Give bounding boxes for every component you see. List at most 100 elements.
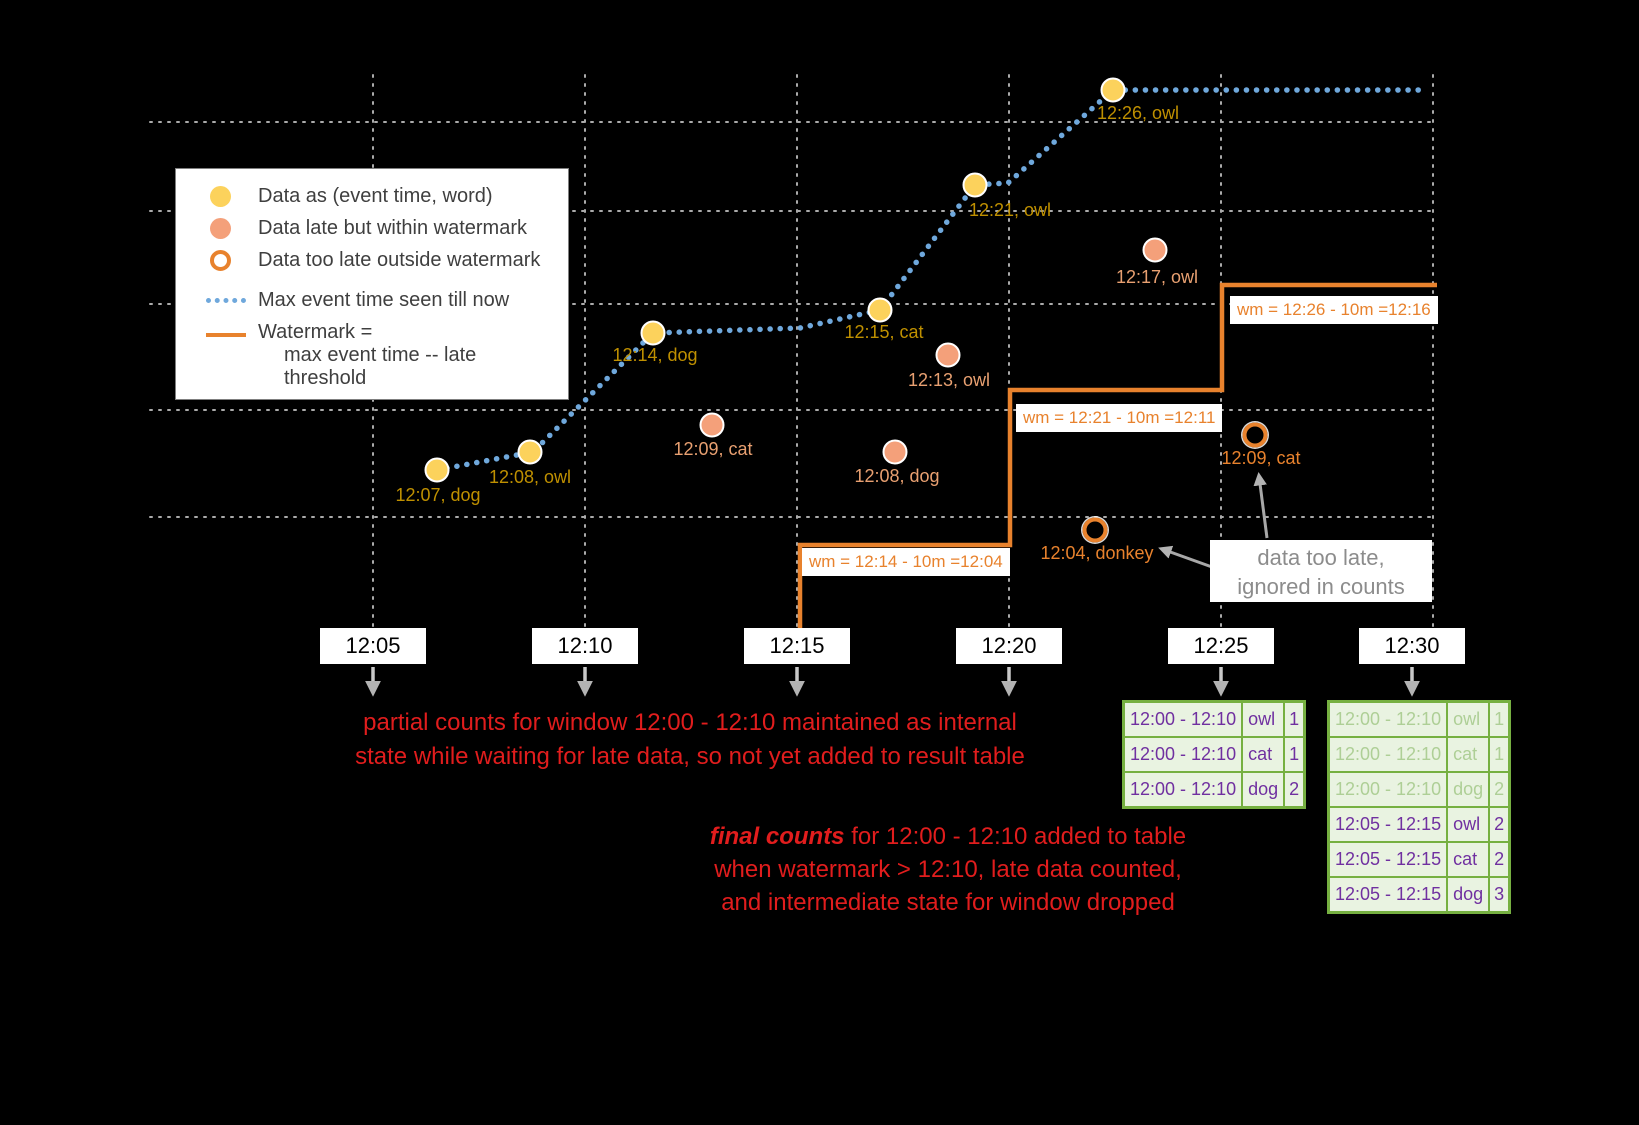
note-line: final counts for 12:00 - 12:10 added to … bbox=[709, 823, 1187, 850]
tick-arrow-icons bbox=[365, 667, 1420, 697]
window-cell: 12:05 - 12:15 bbox=[1327, 876, 1449, 914]
data-point-late bbox=[882, 439, 908, 465]
too-late-arrow-icons bbox=[1158, 471, 1269, 569]
table-row: 12:00 - 12:10 dog 2 bbox=[1122, 771, 1306, 809]
window-cell: 12:00 - 12:10 bbox=[1327, 736, 1449, 773]
table-row: 12:05 - 12:15 cat 2 bbox=[1327, 841, 1511, 878]
window-cell: 12:00 - 12:10 bbox=[1327, 700, 1449, 738]
word-cell: dog bbox=[1446, 771, 1491, 808]
count-cell: 2 bbox=[1283, 771, 1306, 809]
data-point-late bbox=[1142, 237, 1168, 263]
data-point-on-time bbox=[640, 320, 666, 346]
too-late-callout: data too late, ignored in counts bbox=[1210, 540, 1432, 602]
solid-line-icon bbox=[206, 333, 246, 337]
count-cell: 1 bbox=[1283, 736, 1306, 773]
final-counts-emphasis: final counts bbox=[709, 823, 845, 850]
watermark-label: wm = 12:14 - 10m =12:04 bbox=[802, 548, 1010, 576]
data-point-on-time bbox=[867, 297, 893, 323]
result-table-12-30: 12:00 - 12:10 owl 1 12:00 - 12:10 cat 1 … bbox=[1327, 700, 1512, 914]
word-cell: owl bbox=[1446, 806, 1491, 843]
note-line: state while waiting for late data, so no… bbox=[355, 743, 1025, 770]
x-tick-12-20: 12:20 bbox=[956, 628, 1062, 664]
data-point-label: 12:09, cat bbox=[1221, 448, 1301, 468]
count-cell: 1 bbox=[1283, 700, 1306, 738]
legend-item-max-event-time: Max event time seen till now bbox=[206, 289, 560, 312]
data-point-on-time bbox=[962, 172, 988, 198]
data-point-too-late bbox=[1242, 422, 1268, 448]
watermark-label: wm = 12:21 - 10m =12:11 bbox=[1016, 404, 1223, 432]
legend-label: max event time -- late threshold bbox=[284, 344, 477, 389]
data-point-too-late bbox=[1082, 517, 1108, 543]
table-row: 12:05 - 12:15 dog 3 bbox=[1327, 876, 1511, 914]
watermark-label: wm = 12:26 - 10m =12:16 bbox=[1230, 296, 1438, 324]
legend-item-late: Data late but within watermark bbox=[206, 217, 560, 240]
word-cell: cat bbox=[1241, 736, 1286, 773]
word-cell: cat bbox=[1446, 841, 1491, 878]
window-cell: 12:05 - 12:15 bbox=[1327, 806, 1449, 843]
window-cell: 12:00 - 12:10 bbox=[1327, 771, 1449, 808]
x-tick-12-05: 12:05 bbox=[320, 628, 426, 664]
count-cell: 2 bbox=[1488, 771, 1511, 808]
data-point-on-time bbox=[1100, 77, 1126, 103]
watermark-line bbox=[797, 282, 1437, 640]
data-point-on-time bbox=[424, 457, 450, 483]
callout-line: data too late, bbox=[1257, 545, 1385, 570]
callout-line: ignored in counts bbox=[1237, 574, 1405, 599]
data-point-label: 12:26, owl bbox=[1096, 103, 1180, 123]
legend-label: Data as (event time, word) bbox=[258, 185, 493, 207]
x-tick-12-15: 12:15 bbox=[744, 628, 850, 664]
legend-label: Data late but within watermark bbox=[258, 217, 528, 239]
x-tick-12-10: 12:10 bbox=[532, 628, 638, 664]
table-row: 12:00 - 12:10 cat 1 bbox=[1122, 736, 1306, 773]
too-late-dot-icon bbox=[210, 250, 231, 271]
count-cell: 2 bbox=[1488, 806, 1511, 843]
legend-label: Data too late outside watermark bbox=[258, 249, 541, 271]
data-point-late bbox=[699, 412, 725, 438]
legend: Data as (event time, word) Data late but… bbox=[175, 168, 569, 400]
legend-label: Max event time seen till now bbox=[258, 289, 510, 311]
x-tick-12-30: 12:30 bbox=[1359, 628, 1465, 664]
word-cell: cat bbox=[1446, 736, 1491, 773]
late-dot-icon bbox=[210, 218, 231, 239]
window-cell: 12:05 - 12:15 bbox=[1327, 841, 1449, 878]
legend-item-too-late: Data too late outside watermark bbox=[206, 249, 560, 272]
note-line: and intermediate state for window droppe… bbox=[721, 889, 1175, 916]
count-cell: 1 bbox=[1488, 736, 1511, 773]
note-line: partial counts for window 12:00 - 12:10 … bbox=[363, 709, 1017, 736]
data-point-label: 12:14, dog bbox=[612, 345, 698, 365]
word-cell: owl bbox=[1241, 700, 1286, 738]
data-point-label: 12:08, owl bbox=[488, 467, 572, 487]
table-row-dropped: 12:00 - 12:10 dog 2 bbox=[1327, 771, 1511, 808]
final-counts-note: final counts for 12:00 - 12:10 added to … bbox=[668, 820, 1228, 919]
data-point-late bbox=[935, 342, 961, 368]
note-line: when watermark > 12:10, late data counte… bbox=[714, 856, 1182, 883]
word-cell: owl bbox=[1446, 700, 1491, 738]
partial-counts-note: partial counts for window 12:00 - 12:10 … bbox=[310, 706, 1070, 774]
data-point-label: 12:13, owl bbox=[907, 370, 991, 390]
result-table-12-25: 12:00 - 12:10 owl 1 12:00 - 12:10 cat 1 … bbox=[1122, 700, 1307, 809]
data-point-label: 12:04, donkey bbox=[1040, 543, 1154, 563]
data-point-label: 12:21, owl bbox=[968, 200, 1052, 220]
count-cell: 1 bbox=[1488, 700, 1511, 738]
count-cell: 3 bbox=[1488, 876, 1511, 914]
data-point-on-time bbox=[517, 439, 543, 465]
table-row-dropped: 12:00 - 12:10 cat 1 bbox=[1327, 736, 1511, 773]
table-row: 12:00 - 12:10 owl 1 bbox=[1122, 700, 1306, 738]
window-cell: 12:00 - 12:10 bbox=[1122, 771, 1244, 809]
word-cell: dog bbox=[1446, 876, 1491, 914]
word-cell: dog bbox=[1241, 771, 1286, 809]
legend-label: Watermark = bbox=[258, 321, 373, 343]
data-point-label: 12:09, cat bbox=[673, 439, 753, 459]
dotted-line-icon bbox=[206, 298, 246, 303]
data-point-label: 12:17, owl bbox=[1115, 267, 1199, 287]
data-point-label: 12:15, cat bbox=[844, 322, 924, 342]
legend-item-watermark: Watermark = max event time -- late thres… bbox=[206, 321, 560, 390]
x-tick-12-25: 12:25 bbox=[1168, 628, 1274, 664]
count-cell: 2 bbox=[1488, 841, 1511, 878]
legend-item-on-time: Data as (event time, word) bbox=[206, 185, 560, 208]
on-time-dot-icon bbox=[210, 186, 231, 207]
table-row-dropped: 12:00 - 12:10 owl 1 bbox=[1327, 700, 1511, 738]
table-row: 12:05 - 12:15 owl 2 bbox=[1327, 806, 1511, 843]
data-point-label: 12:08, dog bbox=[854, 466, 940, 486]
